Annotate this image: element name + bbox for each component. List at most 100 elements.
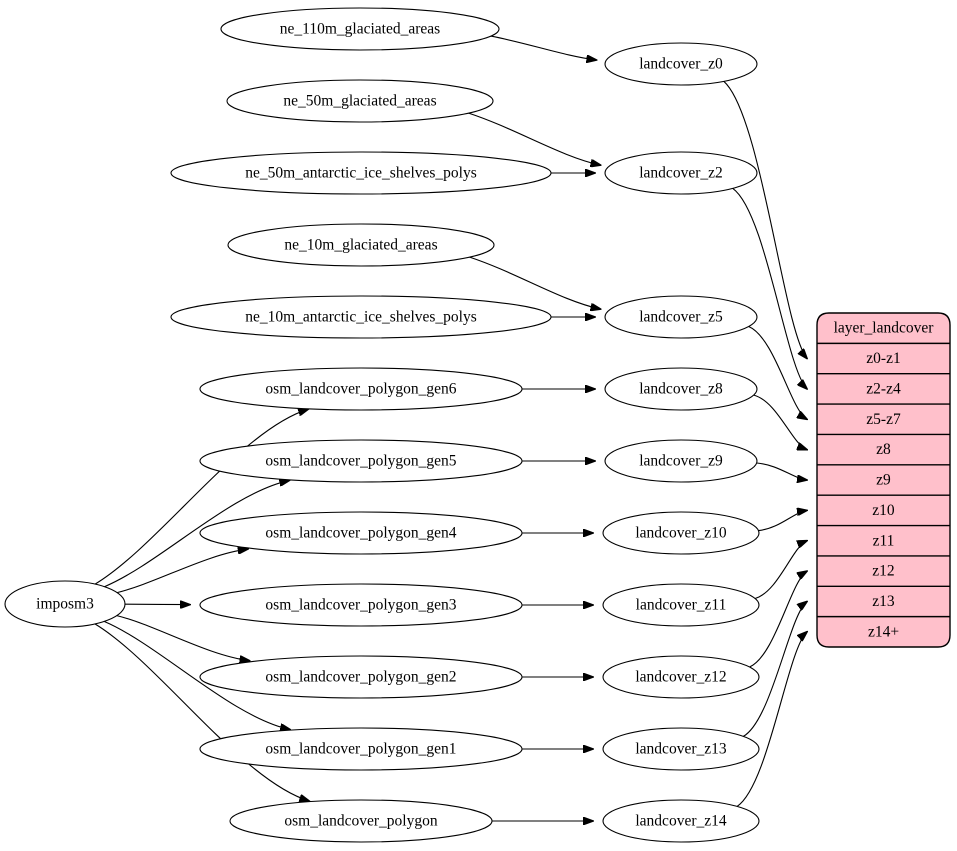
node-label: landcover_z0: [639, 56, 723, 73]
node-shape: [604, 367, 758, 411]
table-row-label: z5-z7: [866, 411, 901, 428]
node-label: osm_landcover_polygon_gen2: [265, 669, 456, 686]
node-shape: [199, 439, 523, 483]
node-label: ne_10m_antarctic_ice_shelves_polys: [245, 309, 477, 326]
node-label: landcover_z2: [639, 165, 723, 182]
node-lz11[interactable]: landcover_z11: [602, 583, 760, 627]
node-label: landcover_z10: [635, 525, 726, 542]
table-row-label: z11: [873, 532, 895, 549]
node-lz9[interactable]: landcover_z9: [604, 439, 758, 483]
node-lz8[interactable]: landcover_z8: [604, 367, 758, 411]
node-shape: [199, 583, 523, 627]
edge-ne110g-to-lz0: [490, 35, 597, 60]
node-label: landcover_z8: [639, 381, 723, 398]
table-row-label: z10: [872, 502, 895, 519]
table-row-label: z12: [872, 563, 894, 580]
node-lz5[interactable]: landcover_z5: [604, 295, 758, 339]
edge-imposm3-to-osmg1: [103, 620, 290, 729]
node-shape: [602, 583, 760, 627]
node-shape: [602, 655, 760, 699]
node-label: ne_50m_glaciated_areas: [283, 93, 436, 110]
node-label: ne_10m_glaciated_areas: [284, 237, 437, 254]
edge-ne10g-to-lz5: [469, 256, 601, 309]
node-ne50a[interactable]: ne_50m_antarctic_ice_shelves_polys: [170, 151, 552, 195]
node-label: osm_landcover_polygon_gen5: [265, 453, 456, 470]
node-shape: [602, 511, 760, 555]
node-ne10a[interactable]: ne_10m_antarctic_ice_shelves_polys: [170, 295, 552, 339]
node-shape: [199, 367, 523, 411]
edge-lz10-to-row_z10: [758, 510, 808, 532]
edge-imposm3-to-osmg2: [116, 615, 250, 661]
node-shape: [220, 7, 500, 51]
node-label: imposm3: [36, 596, 94, 613]
node-shape: [170, 295, 552, 339]
node-shape: [170, 151, 552, 195]
edge-ne50g-to-lz2: [468, 112, 601, 165]
node-label: landcover_z14: [635, 813, 726, 830]
edge-lz2-to-row_z2-z4: [732, 187, 807, 389]
node-osmg2[interactable]: osm_landcover_polygon_gen2: [199, 655, 523, 699]
node-label: osm_landcover_polygon_gen4: [265, 525, 456, 542]
node-shape: [604, 151, 758, 195]
node-layer: ne_110m_glaciated_areas ne_50m_glaciated_…: [4, 7, 760, 843]
node-lz13[interactable]: landcover_z13: [602, 727, 760, 771]
node-osmg6[interactable]: osm_landcover_polygon_gen6: [199, 367, 523, 411]
node-lz12[interactable]: landcover_z12: [602, 655, 760, 699]
node-osmg1[interactable]: osm_landcover_polygon_gen1: [199, 727, 523, 771]
node-ne10g[interactable]: ne_10m_glaciated_areas: [227, 223, 495, 267]
node-shape: [4, 580, 126, 628]
node-shape: [602, 727, 760, 771]
node-osmg4[interactable]: osm_landcover_polygon_gen4: [199, 511, 523, 555]
edge-lz8-to-row_z8: [753, 394, 807, 450]
node-shape: [602, 799, 760, 843]
node-label: landcover_z11: [636, 597, 727, 614]
table-header-label: layer_landcover: [834, 320, 935, 337]
node-lz10[interactable]: landcover_z10: [602, 511, 760, 555]
node-label: landcover_z5: [639, 309, 723, 326]
node-label: osm_landcover_polygon_gen6: [265, 381, 456, 398]
node-label: osm_landcover_polygon_gen3: [265, 597, 456, 614]
node-shape: [226, 79, 494, 123]
node-ne110g[interactable]: ne_110m_glaciated_areas: [220, 7, 500, 51]
node-shape: [604, 439, 758, 483]
table-row-label: z8: [876, 441, 891, 458]
node-label: landcover_z12: [635, 669, 726, 686]
edge-lz9-to-row_z9: [756, 462, 807, 480]
edge-layer: [94, 35, 808, 821]
edge-imposm3-to-osmg6: [94, 409, 308, 585]
edge-lz0-to-row_z0-z1: [723, 80, 807, 358]
node-osmp[interactable]: osm_landcover_polygon: [229, 799, 493, 843]
table-layer: layer_landcover z0-z1 z2-z4 z5-z7 z8 z9 z10 z11…: [816, 312, 951, 648]
node-ne50g[interactable]: ne_50m_glaciated_areas: [226, 79, 494, 123]
table-layer-landcover[interactable]: layer_landcover z0-z1 z2-z4 z5-z7 z8 z9 z10 z11…: [816, 312, 951, 648]
table-row-label: z0-z1: [866, 350, 900, 367]
node-shape: [227, 223, 495, 267]
node-imposm3[interactable]: imposm3: [4, 580, 126, 628]
node-osmg5[interactable]: osm_landcover_polygon_gen5: [199, 439, 523, 483]
edge-imposm3-to-osmp: [94, 623, 309, 801]
edge-lz12-to-row_z12: [749, 571, 807, 668]
edge-imposm3-to-osmg5: [104, 480, 289, 588]
node-lz14[interactable]: landcover_z14: [602, 799, 760, 843]
table-row-label: z13: [872, 593, 895, 610]
edge-lz11-to-row_z11: [754, 541, 807, 600]
node-shape: [229, 799, 493, 843]
edge-imposm3-to-osmg4: [116, 549, 248, 594]
node-shape: [199, 727, 523, 771]
node-shape: [604, 295, 758, 339]
node-lz2[interactable]: landcover_z2: [604, 151, 758, 195]
table-body: [816, 312, 951, 648]
node-label: landcover_z13: [635, 741, 726, 758]
table-row-label: z2-z4: [866, 380, 901, 397]
node-lz0[interactable]: landcover_z0: [604, 42, 758, 86]
edge-lz5-to-row_z5-z7: [748, 325, 807, 420]
edge-lz13-to-row_z13: [743, 602, 807, 737]
node-shape: [604, 42, 758, 86]
node-label: ne_110m_glaciated_areas: [280, 21, 440, 38]
node-shape: [199, 511, 523, 555]
node-shape: [199, 655, 523, 699]
node-osmg3[interactable]: osm_landcover_polygon_gen3: [199, 583, 523, 627]
table-row-label: z9: [876, 472, 891, 489]
